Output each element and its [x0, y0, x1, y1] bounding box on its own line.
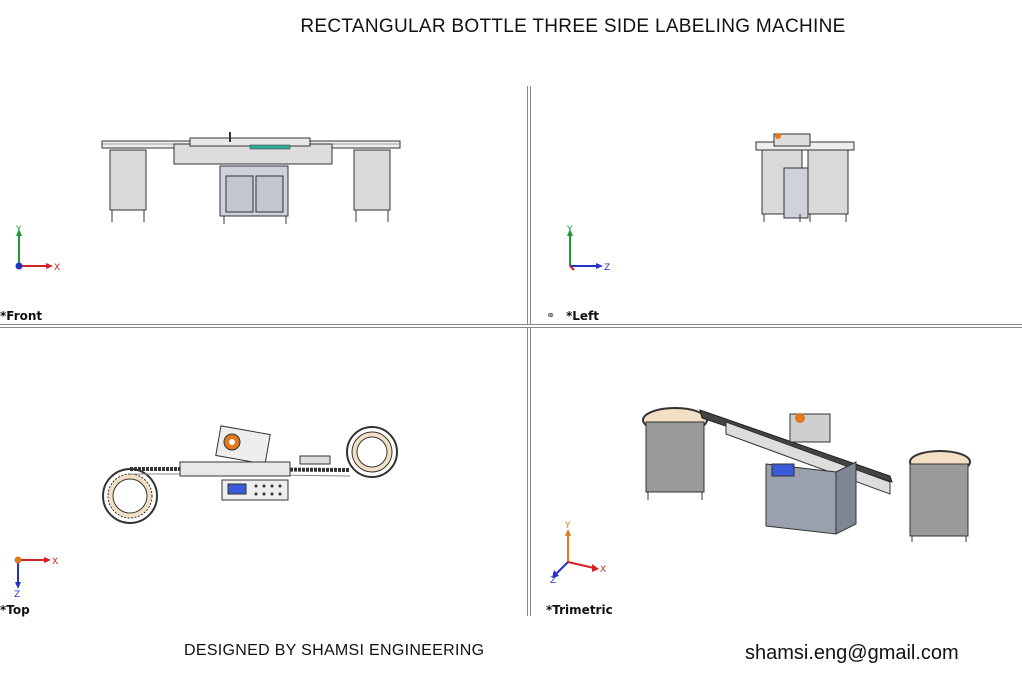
- viewport-horizontal-divider[interactable]: [0, 324, 1022, 328]
- drawing-title: RECTANGULAR BOTTLE THREE SIDE LABELING M…: [300, 16, 846, 37]
- top-axis-triad: X Z: [14, 556, 58, 600]
- front-axis-y-label: Y: [15, 225, 22, 235]
- top-axis-x-label: X: [52, 557, 58, 567]
- front-view-label[interactable]: *Front: [0, 309, 43, 323]
- designer-credit: DESIGNED BY SHAMSI ENGINEERING: [184, 642, 485, 659]
- top-axis-z-label: Z: [14, 590, 20, 600]
- link-icon: ⚭: [546, 310, 556, 322]
- front-view-drawing: [101, 132, 401, 224]
- left-view-drawing: [755, 133, 855, 222]
- trimetric-view-label[interactable]: *Trimetric: [546, 603, 613, 617]
- left-axis-triad: Y Z: [566, 225, 610, 273]
- trimetric-axis-triad: Y X Z: [550, 521, 606, 586]
- top-view-label[interactable]: *Top: [0, 603, 30, 617]
- front-axis-triad: Y X: [15, 225, 60, 273]
- trimetric-axis-z-label: Z: [550, 576, 556, 586]
- contact-email: shamsi.eng@gmail.com: [745, 642, 959, 664]
- viewport-vertical-divider[interactable]: [527, 86, 531, 616]
- left-axis-z-label: Z: [604, 263, 610, 273]
- trimetric-axis-x-label: X: [600, 565, 606, 575]
- front-axis-x-label: X: [54, 263, 60, 273]
- left-axis-y-label: Y: [566, 225, 573, 235]
- trimetric-view-drawing: [642, 407, 971, 542]
- trimetric-axis-y-label: Y: [564, 521, 571, 531]
- top-view-drawing: [102, 425, 398, 524]
- left-view-label[interactable]: *Left: [566, 309, 600, 323]
